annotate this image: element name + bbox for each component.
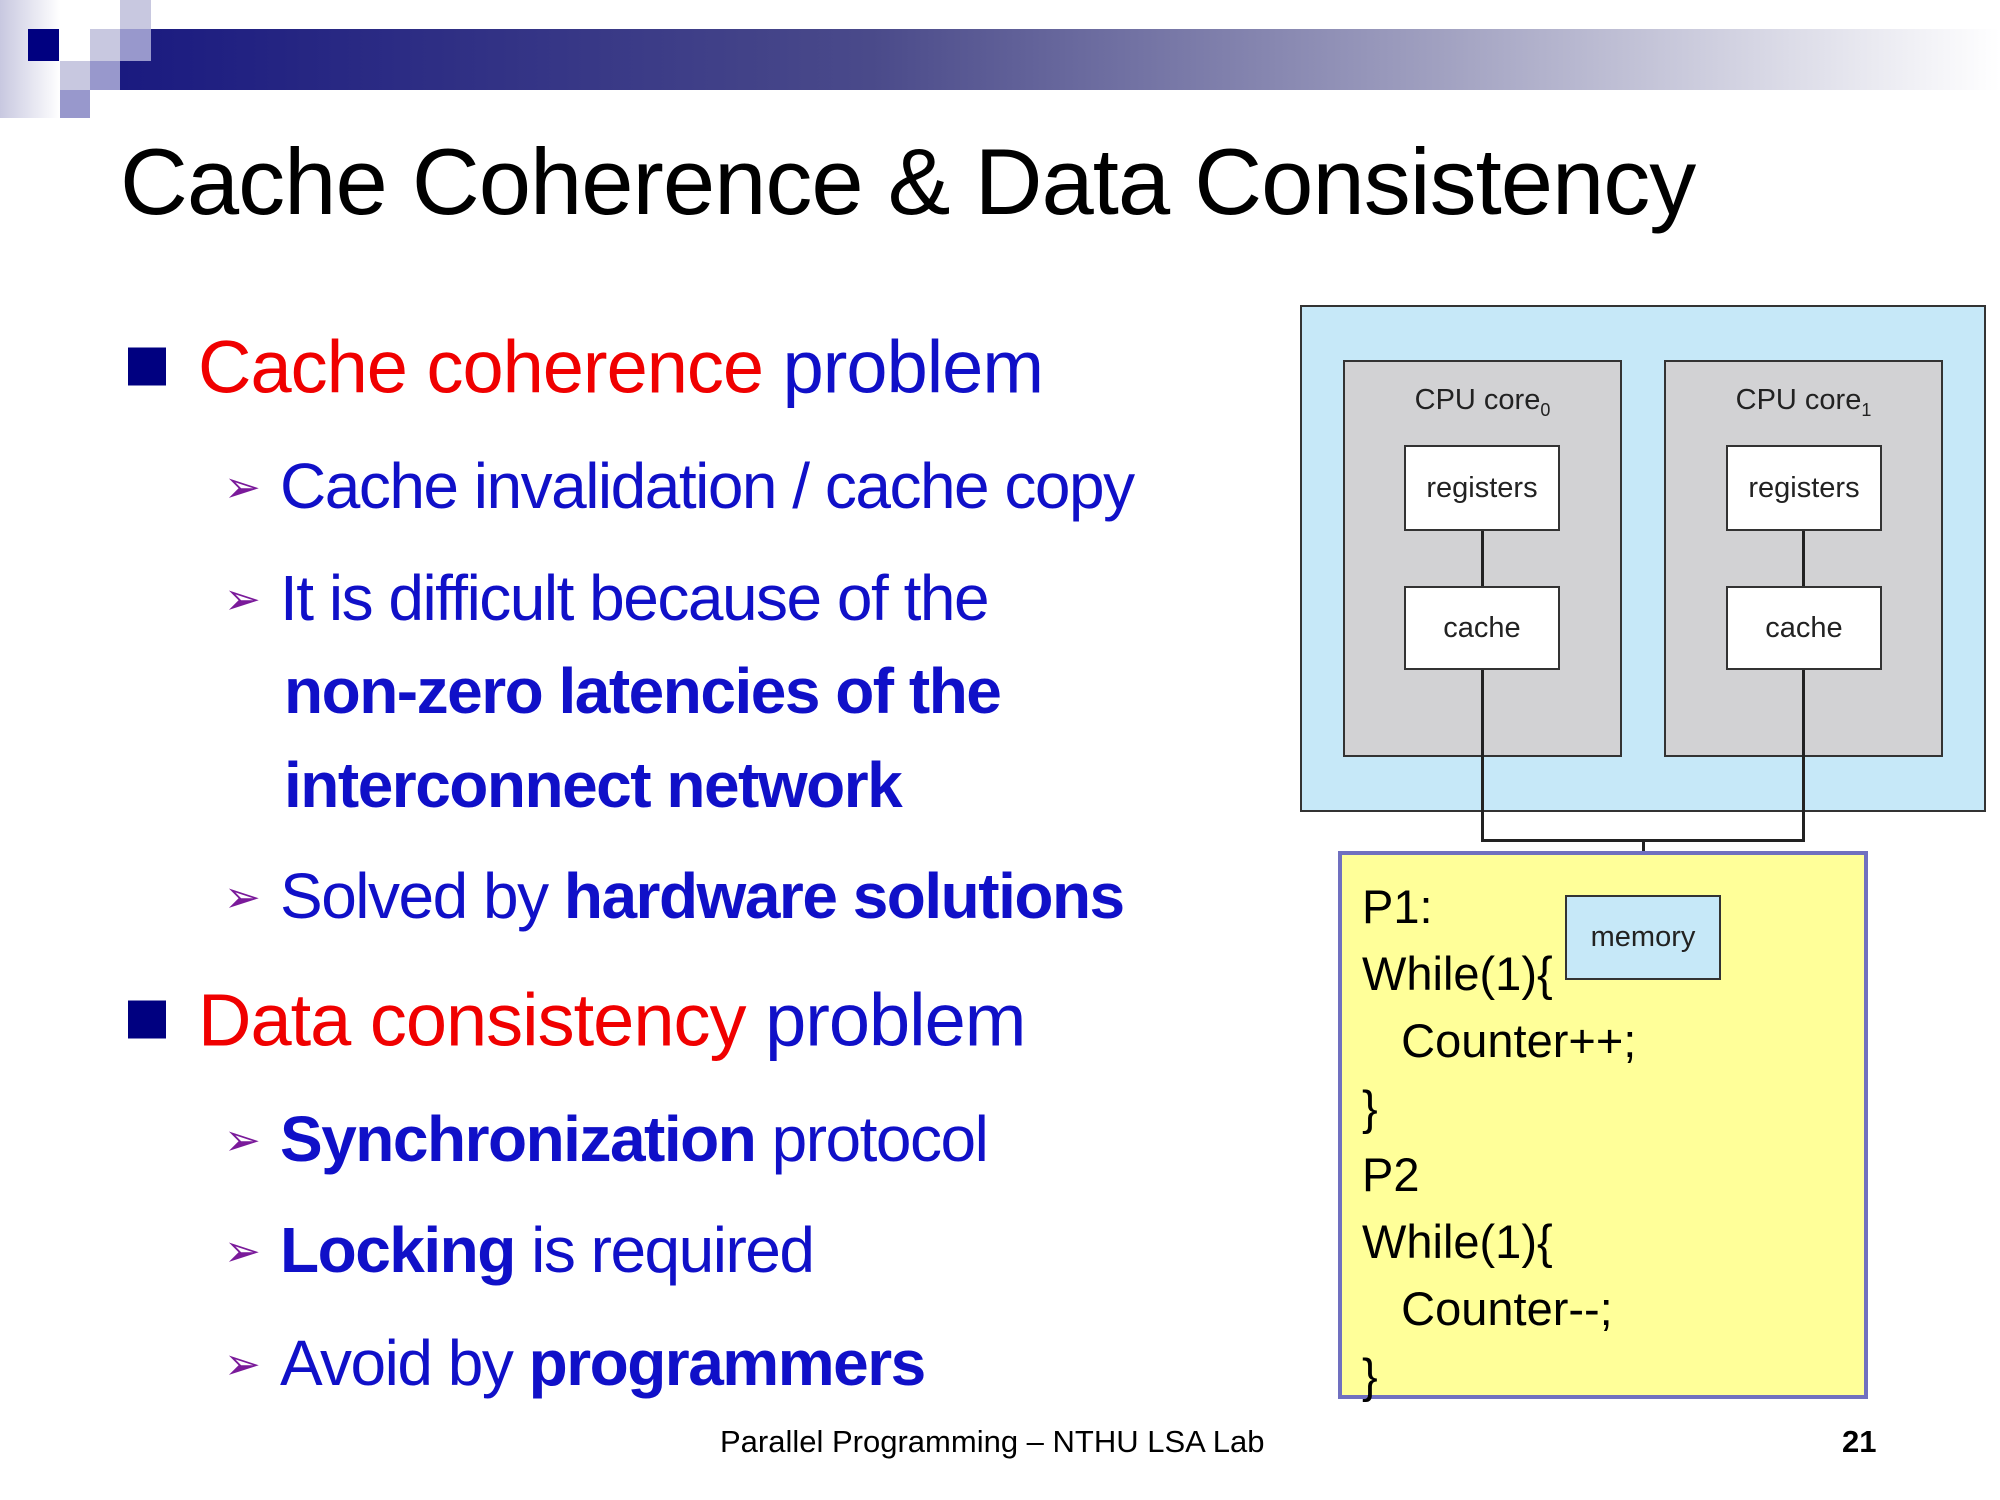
header-square (60, 61, 90, 90)
sub-bullet-text: is required (514, 1214, 815, 1286)
header-square (120, 0, 151, 29)
sub-bullet-bold: Locking (280, 1214, 516, 1286)
arrow-bullet-icon: ➢ (224, 1226, 261, 1276)
code-line: P2 (1362, 1148, 1420, 1201)
sub-bullet-text: protocol (755, 1103, 989, 1175)
bullet-red-text: Data consistency (198, 978, 746, 1062)
sub-bullet-text: Cache invalidation / cache copy (280, 450, 1135, 522)
sub-bullet: ➢ Solved by hardware solutions (224, 859, 1125, 933)
code-line: While(1){ (1362, 947, 1553, 1000)
square-bullet-icon (128, 1000, 166, 1039)
header-gradient-bar (120, 29, 2000, 90)
registers-box-1: registers (1726, 445, 1882, 531)
arrow-bullet-icon: ➢ (224, 1115, 261, 1165)
core-subscript: 1 (1861, 399, 1872, 420)
code-line: While(1){ (1362, 1215, 1553, 1268)
sub-bullet-bold: programmers (528, 1327, 927, 1399)
sub-bullet-text: Solved by (280, 860, 564, 932)
header-square (120, 29, 151, 61)
code-line: Counter++; (1362, 1014, 1637, 1067)
bullet-red-text: Cache coherence (198, 325, 764, 409)
sub-bullet-text: It is difficult because of the (280, 562, 990, 634)
bullet-data-consistency: Data consistency problem (128, 978, 1026, 1063)
core-1-label: CPU core1 (1664, 384, 1943, 421)
cache-box-1: cache (1726, 586, 1882, 670)
bullet-blue-text: problem (765, 978, 1026, 1062)
core-label-text: CPU core (1735, 384, 1862, 416)
arrow-bullet-icon: ➢ (224, 1339, 261, 1389)
memory-box (1565, 895, 1721, 980)
footer-text: Parallel Programming – NTHU LSA Lab (720, 1424, 1265, 1459)
sub-bullet: ➢ Synchronization protocol (224, 1102, 989, 1176)
sub-bullet: ➢ Cache invalidation / cache copy (224, 449, 1135, 523)
sub-bullet-bold: hardware solutions (563, 860, 1125, 932)
arrow-bullet-icon: ➢ (224, 872, 261, 922)
header-square (60, 90, 90, 118)
registers-box-0: registers (1404, 445, 1560, 531)
connector-line (1481, 531, 1484, 842)
sub-bullet-text: Avoid by (280, 1327, 529, 1399)
bullet-cache-coherence: Cache coherence problem (128, 325, 1044, 410)
bullet-blue-text: problem (782, 325, 1044, 409)
header-square (90, 29, 120, 61)
core-subscript: 0 (1540, 399, 1551, 420)
connector-line (1802, 531, 1805, 842)
memory-label: memory (1590, 921, 1696, 953)
header-square (90, 61, 120, 90)
code-line: P1: (1362, 880, 1433, 933)
arrow-bullet-icon: ➢ (224, 574, 261, 624)
sub-bullet: ➢ It is difficult because of the (224, 561, 990, 635)
sub-bullet: ➢ Avoid by programmers (224, 1326, 927, 1400)
slide-title: Cache Coherence & Data Consistency (120, 129, 1696, 234)
sub-bullet-bold: Synchronization (280, 1103, 757, 1175)
sub-bullet-continuation: non-zero latencies of the (284, 655, 1002, 727)
cache-box-0: cache (1404, 586, 1560, 670)
sub-bullet-continuation: interconnect network (284, 749, 903, 821)
code-line: } (1362, 1349, 1378, 1402)
arrow-bullet-icon: ➢ (224, 462, 261, 512)
sub-bullet: ➢ Locking is required (224, 1213, 815, 1287)
code-line: } (1362, 1081, 1378, 1134)
page-number: 21 (1842, 1424, 1877, 1459)
code-line: Counter--; (1362, 1282, 1613, 1335)
square-bullet-icon (128, 347, 166, 386)
core-label-text: CPU core (1414, 384, 1541, 416)
header-square (28, 29, 59, 61)
core-0-label: CPU core0 (1343, 384, 1622, 421)
